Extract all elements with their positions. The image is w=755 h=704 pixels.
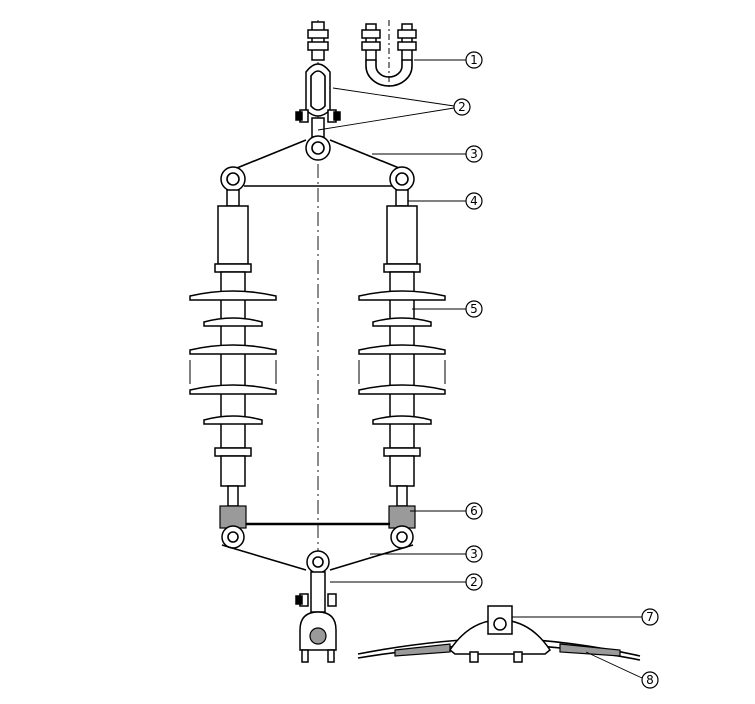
callout-label: 3: [470, 147, 478, 161]
callout-label: 4: [470, 194, 478, 208]
callout-6: 6: [465, 502, 483, 520]
callout-8: 8: [641, 671, 659, 689]
callout-2-top: 2: [453, 98, 471, 116]
callout-label: 1: [470, 53, 478, 67]
side-clamp-with-conductor: [357, 605, 641, 663]
callout-label: 5: [470, 302, 478, 316]
callout-3-top: 3: [465, 145, 483, 163]
u-bolt: [361, 20, 417, 90]
bottom-clamp: [295, 571, 337, 663]
right-insulator: [358, 166, 446, 549]
callout-3-bottom: 3: [465, 545, 483, 563]
callout-label: 3: [470, 547, 478, 561]
top-fitting: [295, 21, 341, 141]
callout-1: 1: [465, 51, 483, 69]
leader-lines: [317, 59, 643, 679]
callout-label: 2: [458, 100, 466, 114]
callout-label: 6: [470, 504, 478, 518]
bottom-yoke-plate: [221, 522, 414, 574]
top-yoke-plate: [231, 135, 405, 187]
left-insulator: [189, 166, 277, 549]
callout-5: 5: [465, 300, 483, 318]
callout-label: 2: [470, 575, 478, 589]
callout-4: 4: [465, 192, 483, 210]
callout-2-bottom: 2: [465, 573, 483, 591]
callout-label: 7: [646, 610, 654, 624]
callout-7: 7: [641, 608, 659, 626]
callout-label: 8: [646, 673, 654, 687]
